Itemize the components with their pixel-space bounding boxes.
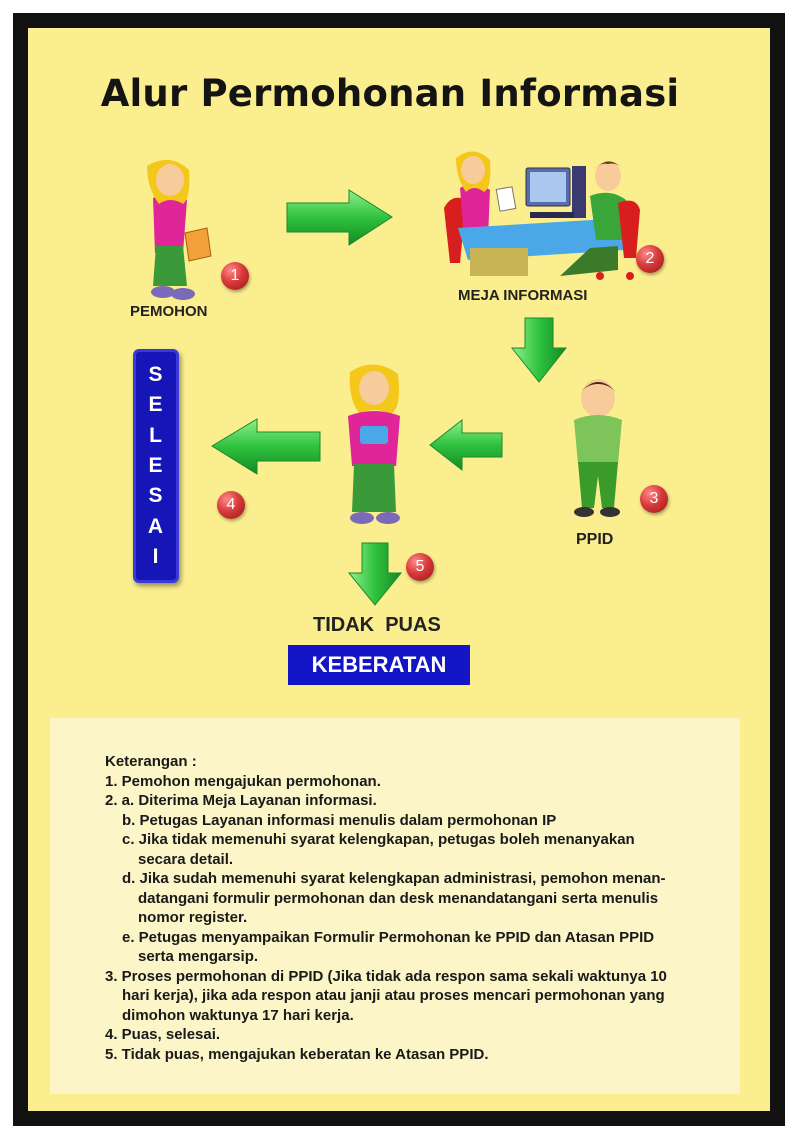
- arrow-right-icon: [286, 189, 393, 246]
- notes-line: datangani formulir permohonan dan desk m…: [138, 889, 659, 907]
- meja-informasi-label: MEJA INFORMASI: [458, 287, 588, 304]
- notes-line: d. Jika sudah memenuhi syarat kelengkapa…: [122, 870, 666, 887]
- selesai-letter: A: [147, 514, 165, 538]
- step-badge-3: 3: [640, 485, 668, 513]
- arrow-down-icon: [510, 317, 568, 383]
- tidak-puas-label: TIDAK PUAS: [313, 614, 441, 636]
- notes-panel: [50, 718, 740, 1094]
- notes-line: secara detail.: [138, 850, 234, 868]
- notes-line: 5. Tidak puas, mengajukan keberatan ke A…: [105, 1045, 489, 1063]
- notes-line: 4. Puas, selesai.: [105, 1026, 221, 1043]
- notes-line: nomor register.: [138, 909, 248, 926]
- selesai-letter: E: [148, 453, 164, 477]
- ppid-label: PPID: [576, 531, 614, 548]
- notes-line: 1. Pemohon mengajukan permohonan.: [105, 772, 381, 790]
- notes-line: c. Jika tidak memenuhi syarat kelengkapa…: [122, 831, 635, 848]
- pemohon-figure: [147, 159, 212, 300]
- pemohon-label: PEMOHON: [130, 303, 208, 320]
- notes-line: 2. a. Diterima Meja Layanan informasi.: [105, 792, 377, 809]
- notes-line: 3. Proses permohonan di PPID (Jika tidak…: [105, 967, 667, 985]
- ppid-figure: [574, 379, 622, 517]
- selesai-letter: E: [148, 393, 164, 417]
- notes-line: dimohon waktunya 17 hari kerja.: [122, 1006, 354, 1024]
- notes-line: e. Petugas menyampaikan Formulir Permoho…: [122, 928, 655, 946]
- notes-line: serta mengarsip.: [138, 948, 259, 965]
- selesai-box: S E L E S A I: [133, 349, 179, 583]
- pemohon-center-figure: [348, 364, 400, 524]
- selesai-letter: S: [148, 363, 164, 387]
- arrow-left-icon: [429, 418, 503, 472]
- notes-line: hari kerja), jika ada respon atau janji …: [122, 987, 665, 1004]
- step-badge-1: 1: [221, 262, 249, 290]
- notes-line: b. Petugas Layanan informasi menulis dal…: [122, 811, 557, 829]
- arrow-left-large-icon: [211, 418, 321, 475]
- meja-informasi-scene: [444, 151, 640, 280]
- step-badge-5: 5: [406, 553, 434, 581]
- notes-heading: Keterangan :: [105, 753, 197, 770]
- step-badge-4: 4: [217, 491, 245, 519]
- step-badge-2: 2: [636, 245, 664, 273]
- notes-text: Keterangan : 1. Pemohon mengajukan permo…: [105, 752, 735, 1064]
- selesai-letter: L: [149, 423, 163, 447]
- arrow-down-small-icon: [347, 542, 403, 606]
- poster-title: Alur Permohonan Informasi: [100, 72, 680, 115]
- selesai-letter: I: [152, 544, 160, 568]
- selesai-letter: S: [148, 484, 164, 508]
- keberatan-box: KEBERATAN: [288, 645, 470, 685]
